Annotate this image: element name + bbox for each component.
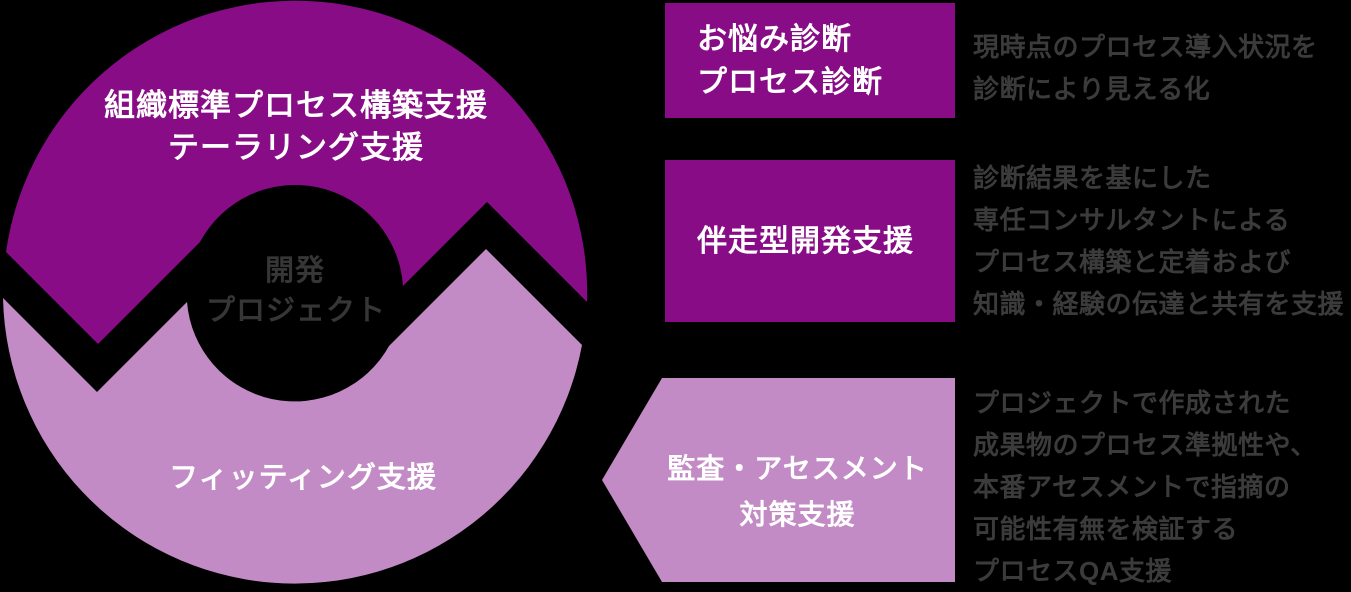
service-desc-diagnosis: 現時点のプロセス導入状況を 診断により見える化 (973, 26, 1318, 110)
service-desc-development-support: 診断結果を基にした 専任コンサルタントによる プロセス構築と定着および 知識・経… (973, 157, 1344, 325)
bottom-arc-arrow (3, 249, 582, 584)
top-arc-label-line1: 組織標準プロセス構築支援 (104, 88, 488, 123)
service-arrow-audit-assessment-label-line1: 監査・アセスメント (667, 453, 928, 484)
center-label-line1: 開発 (265, 254, 325, 287)
service-desc-audit-assessment-line4: 可能性有無を検証する (973, 514, 1239, 544)
cycle-diagram: 組織標準プロセス構築支援 テーラリング支援 開発 プロジェクト フィッティング支… (3, 0, 588, 584)
service-desc-audit-assessment-line2: 成果物のプロセス準拠性や、 (973, 430, 1317, 460)
top-arc-label-line2: テーラリング支援 (168, 130, 424, 165)
service-desc-development-support-line3: プロセス構築と定着および (973, 247, 1292, 277)
center-label-line2: プロジェクト (206, 294, 386, 327)
top-arc-arrow (6, 0, 588, 344)
service-desc-diagnosis-line2: 診断により見える化 (973, 74, 1211, 104)
service-arrow-audit-assessment: 監査・アセスメント 対策支援 (602, 378, 955, 582)
service-desc-audit-assessment-line5: プロセスQA支援 (973, 556, 1173, 586)
service-box-diagnosis-label-line2: プロセス診断 (697, 65, 883, 99)
service-desc-development-support-line4: 知識・経験の伝達と共有を支援 (973, 289, 1345, 319)
service-desc-audit-assessment-line3: 本番アセスメントで指摘の (973, 472, 1291, 502)
service-box-development-support: 伴走型開発支援 (665, 160, 955, 322)
service-box-development-support-label: 伴走型開発支援 (697, 224, 914, 258)
service-box-diagnosis: お悩み診断 プロセス診断 (665, 3, 955, 118)
service-desc-development-support-line1: 診断結果を基にした (973, 163, 1212, 193)
service-desc-audit-assessment: プロジェクトで作成された 成果物のプロセス準拠性や、 本番アセスメントで指摘の … (973, 382, 1317, 592)
service-desc-audit-assessment-line1: プロジェクトで作成された (973, 388, 1292, 418)
bottom-arc-label: フィッティング支援 (169, 461, 437, 494)
service-arrow-audit-assessment-label-line2: 対策支援 (739, 499, 856, 530)
service-arrow-audit-assessment-lines: 監査・アセスメント 対策支援 (667, 446, 927, 538)
service-desc-development-support-line2: 専任コンサルタントによる (973, 205, 1291, 235)
service-box-diagnosis-label-line1: お悩み診断 (697, 22, 852, 56)
service-desc-diagnosis-line1: 現時点のプロセス導入状況を (973, 32, 1318, 62)
